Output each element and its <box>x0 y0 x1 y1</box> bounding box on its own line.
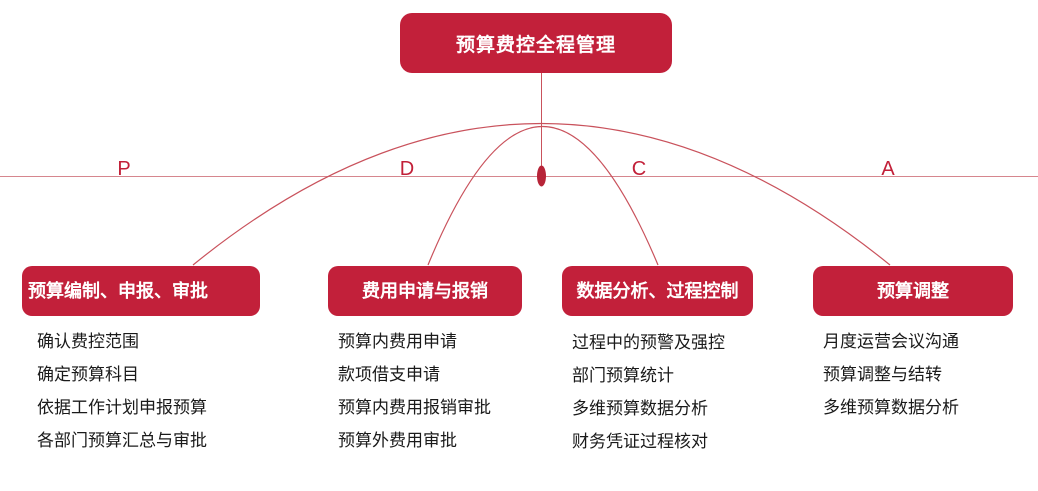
item-list-data-analysis: 过程中的预警及强控 部门预算统计 多维预算数据分析 财务凭证过程核对 <box>572 326 725 458</box>
category-label: 预算编制、申报、审批 <box>28 280 208 301</box>
list-item: 确认费控范围 <box>37 332 139 351</box>
list-item: 部门预算统计 <box>572 366 674 385</box>
list-item: 款项借支申请 <box>338 365 440 384</box>
list-item: 确定预算科目 <box>37 365 139 384</box>
category-box-budget-adjustment: 预算调整 <box>813 266 1013 316</box>
list-item: 依据工作计划申报预算 <box>37 398 207 417</box>
list-item: 预算内费用报销审批 <box>338 398 491 417</box>
root-title-box: 预算费控全程管理 <box>400 13 672 73</box>
list-item: 过程中的预警及强控 <box>572 333 725 352</box>
center-node-ellipse <box>537 165 546 187</box>
list-item: 预算内费用申请 <box>338 332 457 351</box>
item-list-expense-application: 预算内费用申请 款项借支申请 预算内费用报销审批 预算外费用审批 <box>338 325 491 457</box>
category-label: 预算调整 <box>877 280 949 301</box>
list-item: 各部门预算汇总与审批 <box>37 431 207 450</box>
list-item: 多维预算数据分析 <box>572 399 708 418</box>
category-label: 数据分析、过程控制 <box>576 280 739 301</box>
item-list-budget-adjustment: 月度运营会议沟通 预算调整与结转 多维预算数据分析 <box>823 325 959 424</box>
category-box-budget-preparation: 预算编制、申报、审批 <box>22 266 260 316</box>
list-item: 多维预算数据分析 <box>823 398 959 417</box>
category-box-expense-application: 费用申请与报销 <box>328 266 522 316</box>
item-list-budget-preparation: 确认费控范围 确定预算科目 依据工作计划申报预算 各部门预算汇总与审批 <box>37 325 207 457</box>
list-item: 月度运营会议沟通 <box>823 332 959 351</box>
pdca-letter-a: A <box>881 158 895 180</box>
list-item: 财务凭证过程核对 <box>572 432 708 451</box>
pdca-letter-c: C <box>631 158 647 180</box>
pdca-letter-p: P <box>117 158 131 180</box>
list-item: 预算外费用审批 <box>338 431 457 450</box>
list-item: 预算调整与结转 <box>823 365 942 384</box>
category-label: 费用申请与报销 <box>362 280 488 301</box>
root-title-label: 预算费控全程管理 <box>455 34 616 56</box>
narrow-cycle-arc <box>427 125 659 266</box>
category-box-data-analysis: 数据分析、过程控制 <box>562 266 753 316</box>
pdca-letter-d: D <box>399 158 415 180</box>
